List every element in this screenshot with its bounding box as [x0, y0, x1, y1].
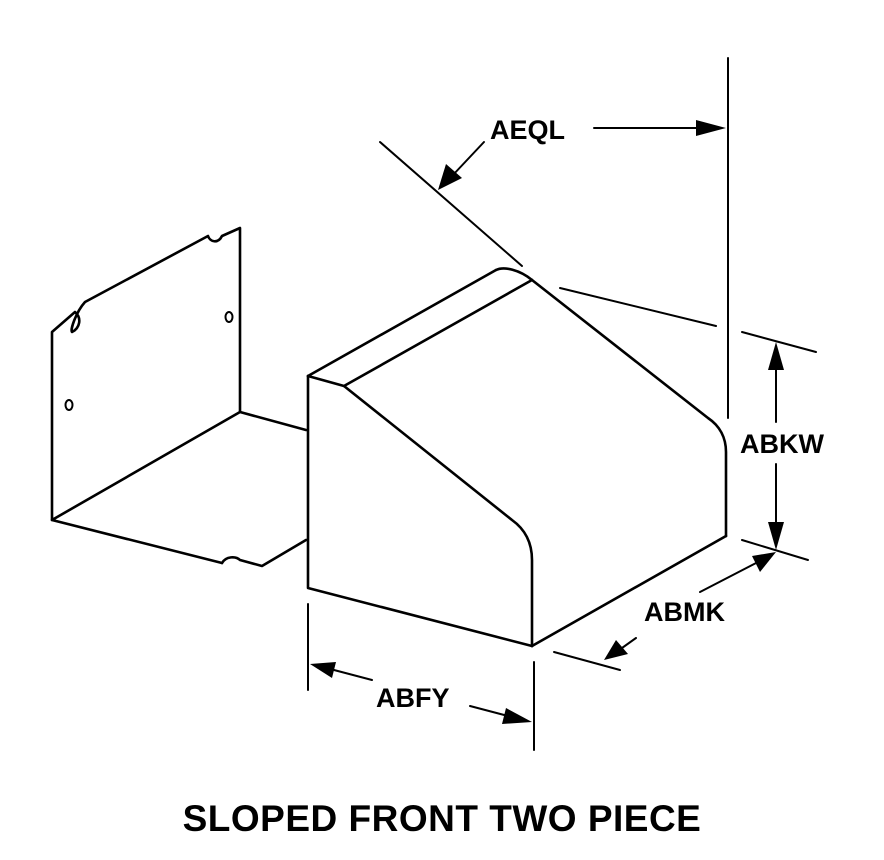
aeql-arrow-right [696, 120, 726, 136]
back-left-panel [50, 226, 242, 522]
hole-left [64, 399, 74, 411]
abmk-arrow-up [752, 552, 776, 572]
abmk-extension [553, 651, 621, 671]
abmk-arrow-down [604, 640, 628, 660]
abkw-arrow-up [768, 342, 784, 370]
front-piece [306, 267, 728, 648]
abkw-label: ABKW [740, 429, 824, 459]
front-left-face [306, 374, 534, 648]
abfy-arrow-left [310, 662, 336, 678]
hole-right [224, 311, 234, 323]
top-cap [494, 267, 534, 282]
dimension-abkw: ABKW [740, 331, 824, 561]
aeql-slope-extension [379, 141, 523, 267]
abfy-left-line [333, 669, 373, 681]
top-center-edge [342, 278, 534, 388]
diagram-caption: SLOPED FRONT TWO PIECE [182, 798, 702, 839]
floor-back-edge [238, 410, 308, 432]
aeql-arrow-left [438, 164, 462, 190]
abkw-bottom-extension [741, 539, 809, 561]
aeql-extension-line [559, 287, 717, 327]
aeql-label: AEQL [490, 115, 565, 145]
dimension-aeql: AEQL [379, 57, 729, 419]
abfy-right-line [469, 705, 509, 717]
slope-profile [306, 374, 534, 648]
abfy-label: ABFY [376, 683, 450, 713]
abkw-arrow-down [768, 522, 784, 550]
abmk-upper-line [699, 561, 759, 593]
aeql-leader-left [451, 141, 485, 177]
dimension-abfy: ABFY [307, 603, 535, 751]
abfy-arrow-right [502, 708, 532, 724]
abmk-lower-line [621, 637, 637, 649]
abmk-label: ABMK [644, 597, 725, 627]
abkw-top-extension [741, 331, 817, 353]
back-piece [50, 226, 308, 568]
floor-notch [220, 538, 308, 568]
top-left-edge [306, 268, 498, 378]
bottom-right-edge [530, 534, 728, 648]
floor-front-edge [50, 518, 224, 565]
right-slope-edge [530, 278, 728, 538]
dimension-abmk: ABMK [553, 552, 776, 671]
